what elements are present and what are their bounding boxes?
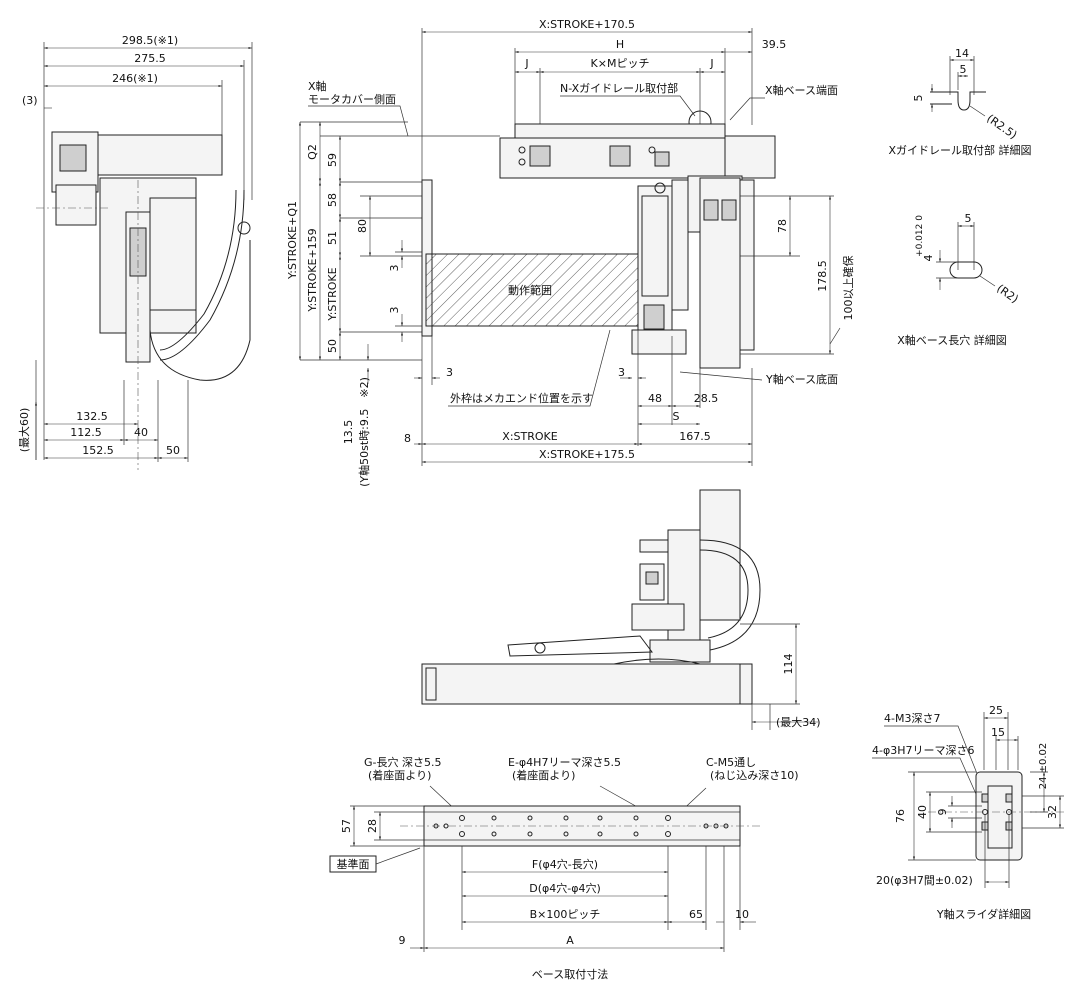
base-10: 10 [735,908,749,921]
detail-base-slot: 5 4 +0.012 0 (R2) X軸ベース長穴 詳細図 [897,212,1021,347]
slider-h7: 4-φ3H7リーマ深さ6 [872,744,975,757]
label-n-guide-rail: N-Xガイドレール取付部 [560,81,678,95]
base-e-hole: E-φ4H7リーマ深さ5.5(着座面より) [508,756,621,782]
side-view: 298.5(※1) 275.5 246(※1) (3) (最大60) 132.5 [17,34,253,470]
detail-guide-5b: 5 [912,95,925,102]
dim-s: S [673,410,680,423]
base-9: 9 [399,934,406,947]
detail-slot-4: 4 [922,255,935,262]
detail-guide-r25: (R2.5) [984,112,1019,142]
y-slider-detail: 4-M3深さ7 4-φ3H7リーマ深さ6 25 15 24 ±0.02 76 4… [872,704,1064,921]
slider-40: 40 [916,805,929,819]
slider-tol: 24 ±0.02 [1038,743,1049,790]
dim-51: 51 [326,231,339,245]
dim-xstroke-170-5: X:STROKE+170.5 [539,18,635,31]
dim-40: 40 [134,426,148,439]
base-mount-view: G-長穴 深さ5.5(着座面より) E-φ4H7リーマ深さ5.5(着座面より) … [329,755,799,981]
detail-slot-tol: +0.012 0 [915,215,925,257]
dim-3-right: 3 [618,366,625,379]
slider-pitch: 20(φ3H7間±0.02) [876,874,973,887]
base-caption: ベース取付寸法 [532,967,608,981]
dim-50: 50 [166,444,180,457]
detail-guide-5a: 5 [960,63,967,76]
dim-3a: 3 [388,265,401,272]
slider-25: 25 [989,704,1003,717]
dim-y-stroke: Y:STROKE [326,267,339,321]
base-65: 65 [689,908,703,921]
base-datum: 基準面 [337,857,370,871]
dim-28-5: 28.5 [694,392,719,405]
detail-guide-14: 14 [955,47,969,60]
dim-178-5: 178.5 [816,260,829,292]
label-mech-end: 外枠はメカエンド位置を示す [450,391,593,405]
motion-range-area [425,253,639,327]
label-motion-range: 動作範囲 [508,283,552,297]
slider-76: 76 [894,809,907,823]
detail-guide-caption: Xガイドレール取付部 詳細図 [888,143,1031,157]
dim-50: 50 [326,339,339,353]
base-dim-28: 28 [366,819,379,833]
dim-xstroke: X:STROKE [502,430,557,443]
dim-246: 246(※1) [112,72,158,85]
dim-max34: (最大34) [776,715,821,729]
dim-80: 80 [356,219,369,233]
base-d: D(φ4穴-φ4穴) [529,881,601,895]
dim-j-left: J [524,57,528,70]
dim-13-5: 13.5 [342,420,355,445]
slider-caption: Y軸スライダ詳細図 [936,907,1031,921]
detail-slot-caption: X軸ベース長穴 詳細図 [897,333,1006,347]
dim-275-5: 275.5 [134,52,166,65]
dim-3b: 3 [388,307,401,314]
dim-h: H [616,38,624,51]
dim-58: 58 [326,193,339,207]
dim-78: 78 [776,219,789,233]
base-f: F(φ4穴-長穴) [532,857,598,871]
detail-guide-rail: 14 5 5 (R2.5) Xガイドレール取付部 詳細図 [888,47,1031,157]
dim-y50-note: (Y軸50st時:9.5 ※2) [357,377,371,487]
dim-max60: (最大60) [17,408,31,453]
dim-q2: Q2 [306,144,319,160]
dim-y-stroke-q1: Y:STROKE+Q1 [286,201,299,280]
dim-xstroke-175-5: X:STROKE+175.5 [539,448,635,461]
dim-48: 48 [648,392,662,405]
dim-152-5: 152.5 [82,444,114,457]
label-clearance: 100以上確保 [841,256,855,321]
dim-y-stroke-159: Y:STROKE+159 [306,228,319,312]
front-view: X:STROKE+170.5 H 39.5 J K×Mピッチ J X軸モータカバ… [286,18,855,487]
dim-112-5: 112.5 [70,426,102,439]
slider-9: 9 [936,809,949,816]
label-y-base-bottom: Y軸ベース底面 [765,372,838,386]
base-bx100: B×100ピッチ [530,908,601,921]
label-x-motor-cover: X軸モータカバー側面 [308,79,396,106]
base-c-m5: C-M5通し(ねじ込み深さ10) [706,756,799,782]
dim-j-right: J [709,57,713,70]
slider-32: 32 [1046,805,1059,819]
dim-3: (3) [22,94,38,107]
dim-3-left: 3 [446,366,453,379]
slider-15: 15 [991,726,1005,739]
dim-132-5: 132.5 [76,410,108,423]
dim-39-5: 39.5 [762,38,787,51]
slider-m3: 4-M3深さ7 [884,712,940,725]
lower-side-view: 114 (最大34) [421,489,821,730]
label-x-base-end: X軸ベース端面 [765,83,838,97]
dim-kxm: K×Mピッチ [591,57,650,70]
detail-slot-5: 5 [965,212,972,225]
dim-167-5: 167.5 [679,430,711,443]
base-g-slot: G-長穴 深さ5.5(着座面より) [364,755,441,782]
dim-59: 59 [326,153,339,167]
base-a: A [566,934,574,947]
detail-slot-r2: (R2) [994,282,1020,306]
dim-8: 8 [404,432,411,445]
base-dim-57: 57 [340,819,353,833]
dim-114: 114 [782,654,795,675]
dim-298-5: 298.5(※1) [122,34,178,47]
